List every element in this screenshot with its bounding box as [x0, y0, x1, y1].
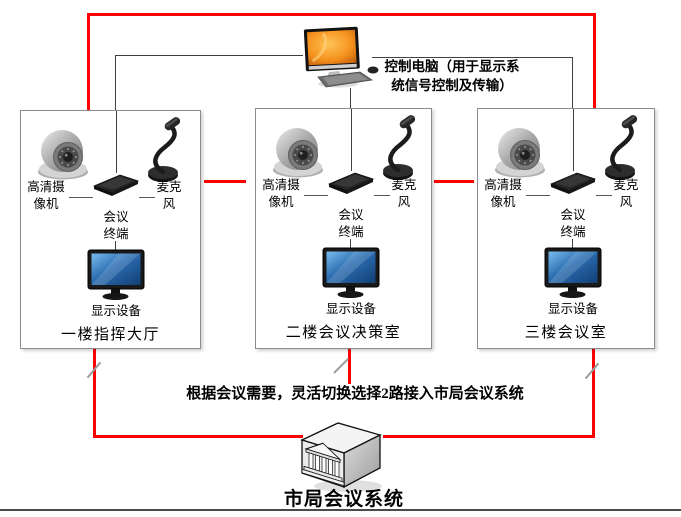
hd-camera-icon	[33, 125, 97, 181]
signal-link-pc-room1-horizontal	[115, 55, 303, 56]
signal-link-pc-room2-vertical	[350, 88, 351, 108]
red-link-top-right-vertical	[593, 13, 596, 108]
signal-link-pc-room3-vertical	[572, 57, 573, 108]
microphone-label: 麦克风	[156, 180, 182, 211]
terminal-label: 会议终端	[103, 210, 129, 241]
camera-label: 高清摄像机	[484, 178, 522, 209]
display-label: 显示设备	[547, 302, 598, 316]
hd-camera-icon	[490, 123, 554, 179]
room-name: 三楼会议室	[524, 325, 608, 341]
microphone-icon	[376, 115, 424, 181]
red-link-room2-stub	[348, 347, 351, 384]
signal-link-pc-room3-horizontal	[372, 57, 572, 58]
red-link-top-left-vertical	[87, 13, 90, 110]
terminal-display-connector	[572, 239, 573, 248]
conference-terminal-icon	[328, 171, 374, 195]
display-icon	[322, 247, 380, 299]
display-icon	[87, 249, 145, 301]
room-name: 二楼会议决策室	[285, 325, 402, 341]
signal-link-pc-room1-vertical	[115, 55, 116, 110]
red-link-room2-room3	[434, 180, 474, 183]
terminal-mic-connector	[596, 195, 612, 196]
microphone-icon	[141, 117, 189, 183]
camera-terminal-connector	[304, 195, 328, 196]
room-box-floor1: 高清摄像机 麦克风 会议终端 显示设备 一楼指挥大厅	[20, 110, 201, 349]
hub-label: 市局会议系统	[283, 489, 404, 510]
link-break-slash	[333, 358, 349, 374]
camera-label: 高清摄像机	[27, 180, 65, 211]
page-bottom-rule	[0, 509, 681, 511]
terminal-mic-connector	[374, 195, 390, 196]
microphone-icon	[598, 115, 646, 181]
hd-camera-icon	[268, 123, 332, 179]
control-computer-icon	[298, 26, 382, 94]
terminal-display-connector	[115, 241, 116, 250]
red-link-top-horizontal	[87, 13, 596, 16]
red-link-bottom-left-horizontal	[93, 435, 303, 438]
camera-label: 高清摄像机	[262, 178, 300, 209]
display-label: 显示设备	[325, 302, 376, 316]
display-label: 显示设备	[90, 304, 141, 318]
annotation-text: 根据会议需要，灵活切换选择2路接入市局会议系统	[186, 386, 524, 402]
signal-drop-line	[573, 109, 574, 171]
signal-drop-line	[116, 111, 117, 173]
terminal-display-connector	[350, 239, 351, 248]
red-link-bottom-right-horizontal	[383, 435, 595, 438]
microphone-label: 麦克风	[391, 178, 417, 209]
control-computer-label: 控制电脑（用于显示系统信号控制及传输）	[384, 59, 520, 93]
red-link-room1-room2	[204, 180, 246, 183]
red-link-room3-down	[592, 347, 595, 438]
terminal-mic-connector	[139, 197, 155, 198]
room-box-floor3: 高清摄像机 麦克风 会议终端 显示设备 三楼会议室	[477, 108, 655, 349]
conference-terminal-icon	[93, 173, 139, 197]
microphone-label: 麦克风	[613, 178, 639, 209]
red-link-room1-down	[93, 347, 96, 438]
camera-terminal-connector	[526, 195, 550, 196]
display-icon	[544, 247, 602, 299]
room-box-floor2: 高清摄像机 麦克风 会议终端 显示设备 二楼会议决策室	[255, 108, 432, 349]
terminal-label: 会议终端	[338, 208, 364, 239]
conference-terminal-icon	[550, 171, 596, 195]
government-building-icon	[290, 416, 390, 494]
terminal-label: 会议终端	[560, 208, 586, 239]
camera-terminal-connector	[69, 197, 93, 198]
room-name: 一楼指挥大厅	[60, 327, 160, 343]
signal-drop-line	[351, 109, 352, 171]
